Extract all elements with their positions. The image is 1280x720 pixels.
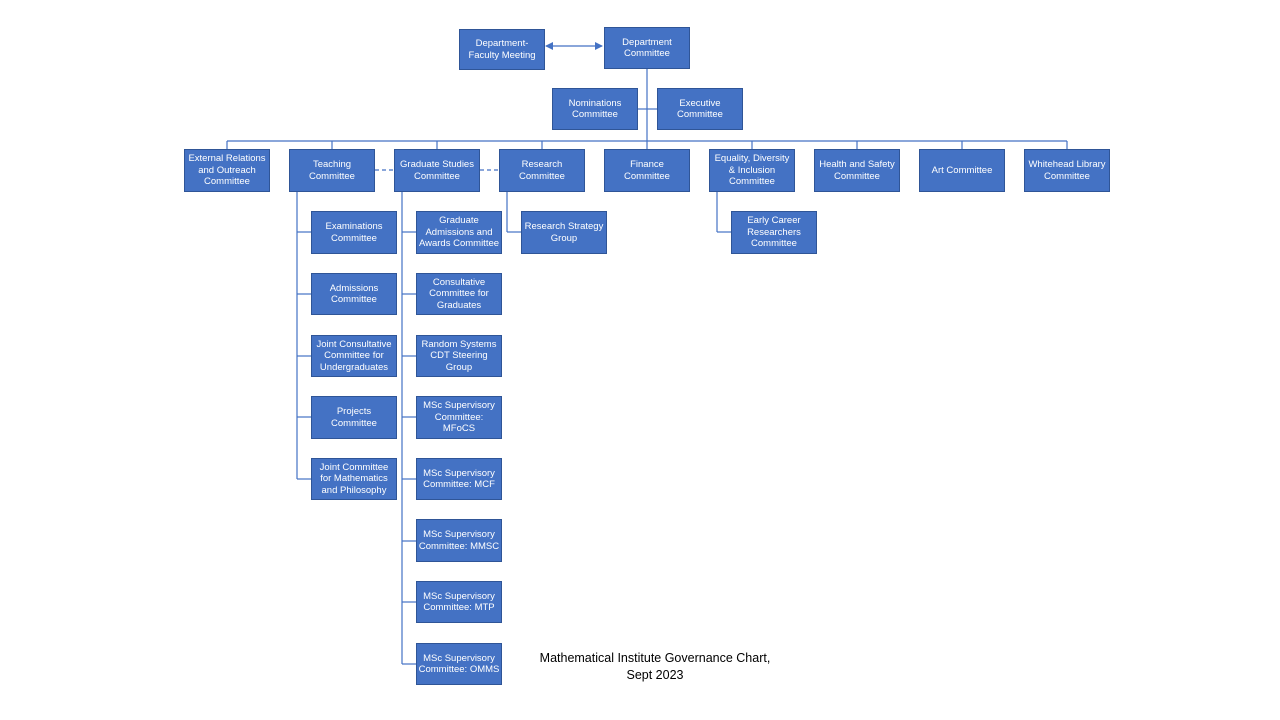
msc-mfocs-box: MSc Supervisory Committee: MFoCS [416, 396, 502, 439]
msc-mcf-box: MSc Supervisory Committee: MCF [416, 458, 502, 500]
box-label: Whitehead Library Committee [1028, 159, 1106, 182]
admissions-committee-box: Admissions Committee [311, 273, 397, 315]
box-label: Graduate Studies Committee [400, 159, 474, 182]
msc-mmsc-box: MSc Supervisory Committee: MMSC [416, 519, 502, 562]
executive-committee-box: Executive Committee [657, 88, 743, 130]
box-label: Finance Committee [624, 159, 670, 182]
box-label: Graduate Admissions and Awards Committee [418, 215, 500, 250]
external-relations-box: External Relations and Outreach Committe… [184, 149, 270, 192]
box-label: Research Committee [519, 159, 565, 182]
finance-committee-box: Finance Committee [604, 149, 690, 192]
random-systems-box: Random Systems CDT Steering Group [416, 335, 502, 377]
box-label: External Relations and Outreach Committe… [188, 153, 266, 188]
chart-caption: Mathematical Institute Governance Chart,… [505, 650, 805, 684]
box-label: Research Strategy Group [524, 221, 604, 244]
box-label: Random Systems CDT Steering Group [421, 338, 497, 373]
box-label: MSc Supervisory Committee: MMSC [418, 529, 500, 552]
box-label: Consultative Committee for Graduates [429, 276, 489, 311]
graduate-admissions-box: Graduate Admissions and Awards Committee [416, 211, 502, 254]
box-label: Admissions Committee [329, 282, 379, 306]
box-label: MSc Supervisory Committee: MTP [423, 590, 495, 614]
jcc-undergraduates-box: Joint Consultative Committee for Undergr… [311, 335, 397, 377]
whitehead-library-box: Whitehead Library Committee [1024, 149, 1110, 192]
msc-omms-box: MSc Supervisory Committee: OMMS [416, 643, 502, 685]
department-faculty-meeting-box: Department- Faculty Meeting [459, 29, 545, 70]
edi-committee-box: Equality, Diversity & Inclusion Committe… [709, 149, 795, 192]
examinations-committee-box: Examinations Committee [311, 211, 397, 254]
joint-math-philosophy-box: Joint Committee for Mathematics and Phil… [311, 458, 397, 500]
box-label: MSc Supervisory Committee: OMMS [418, 652, 500, 676]
department-committee-box: Department Committee [604, 27, 690, 69]
graduate-studies-box: Graduate Studies Committee [394, 149, 480, 192]
msc-mtp-box: MSc Supervisory Committee: MTP [416, 581, 502, 623]
box-label: Projects Committee [331, 406, 377, 429]
box-label: Nominations Committee [568, 97, 622, 121]
research-strategy-box: Research Strategy Group [521, 211, 607, 254]
box-label: MSc Supervisory Committee: MFoCS [423, 400, 495, 435]
box-label: Art Committee [931, 164, 993, 176]
box-label: Examinations Committee [325, 221, 383, 244]
projects-committee-box: Projects Committee [311, 396, 397, 439]
caption-text: Mathematical Institute Governance Chart,… [539, 651, 771, 682]
box-label: Department- Faculty Meeting [468, 38, 536, 61]
box-label: Department Committee [622, 36, 672, 60]
box-label: Joint Consultative Committee for Undergr… [316, 338, 392, 373]
box-label: MSc Supervisory Committee: MCF [423, 467, 495, 491]
health-safety-box: Health and Safety Committee [814, 149, 900, 192]
nominations-committee-box: Nominations Committee [552, 88, 638, 130]
box-label: Equality, Diversity & Inclusion Committe… [714, 153, 790, 188]
art-committee-box: Art Committee [919, 149, 1005, 192]
consultative-graduates-box: Consultative Committee for Graduates [416, 273, 502, 315]
box-label: Executive Committee [677, 97, 723, 121]
research-committee-box: Research Committee [499, 149, 585, 192]
box-label: Health and Safety Committee [819, 159, 895, 182]
box-label: Teaching Committee [309, 159, 355, 182]
box-label: Joint Committee for Mathematics and Phil… [319, 461, 389, 496]
box-label: Early Career Researchers Committee [747, 215, 801, 250]
early-career-researchers-box: Early Career Researchers Committee [731, 211, 817, 254]
teaching-committee-box: Teaching Committee [289, 149, 375, 192]
